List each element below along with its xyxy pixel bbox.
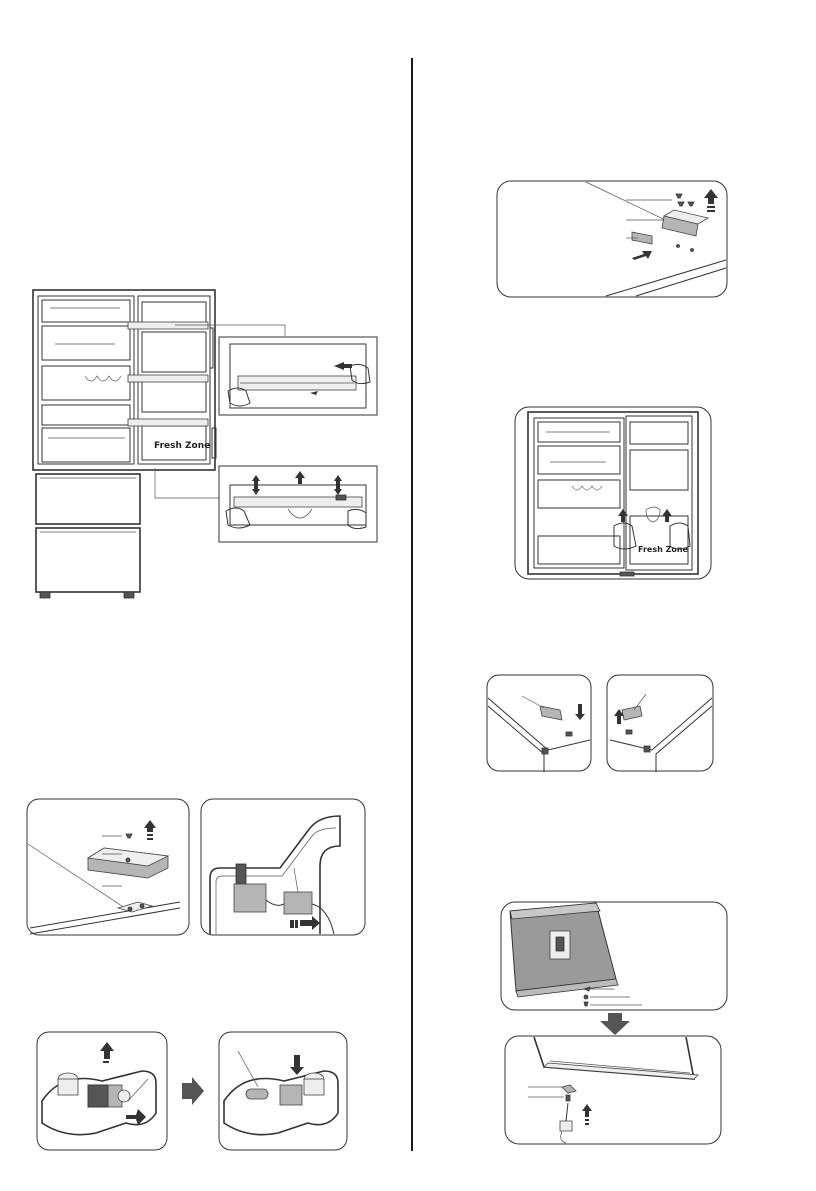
column-divider xyxy=(411,58,413,1151)
next-step-arrow-icon xyxy=(182,1077,204,1105)
door-bottom-hinge-figure xyxy=(500,901,728,1011)
fresh-zone-label: Fresh Zone xyxy=(154,441,210,451)
hinge-cover-removal-figure xyxy=(26,798,190,936)
door-lift-off-figure: Fresh Zone xyxy=(514,406,712,580)
fridge-open-doors-diagram: Fresh Zone xyxy=(30,288,220,600)
wire-connector-figure xyxy=(200,798,366,936)
door-flipped-screwdriver-figure xyxy=(504,1035,722,1145)
hinge-pin-reinstall-figure xyxy=(218,1031,348,1151)
down-step-arrow-icon xyxy=(600,1013,630,1035)
hinge-plug-right-figure xyxy=(606,674,714,772)
shelf-removal-detail-figure xyxy=(218,336,378,416)
hinge-pin-sleeve-figure xyxy=(36,1031,168,1151)
hinge-plug-left-figure xyxy=(486,674,592,772)
fresh-zone-label-2: Fresh Zone xyxy=(638,545,689,554)
crisper-lift-detail-figure xyxy=(218,465,378,543)
top-hinge-screws-figure xyxy=(496,180,728,298)
